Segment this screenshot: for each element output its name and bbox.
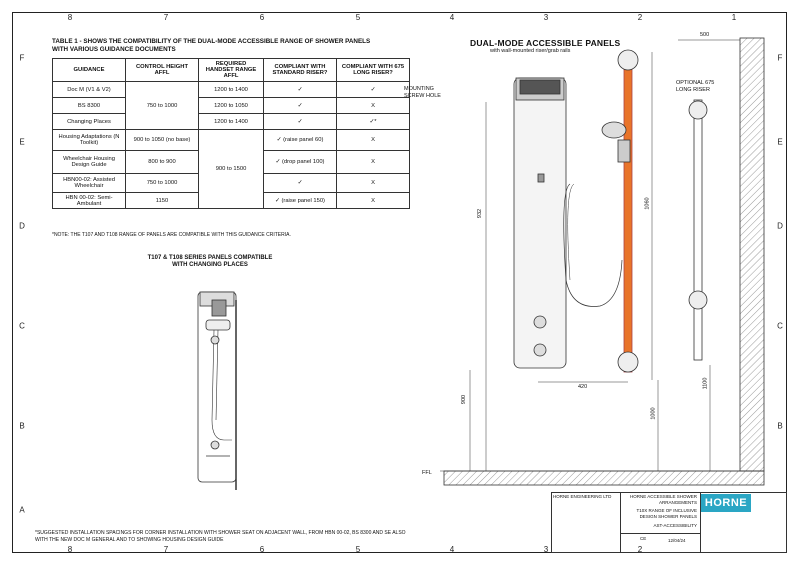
small-shower-panel-drawing xyxy=(197,291,237,490)
cell-standard: ✓ (drop panel 100) xyxy=(263,150,337,174)
table-row: HBN00-02: Assisted Wheelchair 750 to 100… xyxy=(52,173,410,193)
title-block-product: T10X RANGE OF INCLUSIVE DESIGN SHOWER PA… xyxy=(636,508,697,519)
diagram-title: DUAL-MODE ACCESSIBLE PANELS xyxy=(470,38,621,48)
grid-col-7-bottom: 7 xyxy=(163,545,169,554)
dim-1060: 1060 xyxy=(644,197,651,210)
title-block-scale: CE xyxy=(640,536,647,541)
table-title: TABLE 1 - SHOWS THE COMPATIBILITY OF THE… xyxy=(52,38,371,53)
dim-1100: 1100 xyxy=(702,377,709,390)
grid-row-d-right: D xyxy=(777,221,783,231)
riser-rail xyxy=(623,51,633,373)
cell-guidance: Wheelchair Housing Design Guide xyxy=(52,150,126,174)
title-block xyxy=(551,492,787,553)
title-block-drawing-number: AST-ACCESSIBILITY xyxy=(653,523,697,528)
grid-col-3-bottom: 3 xyxy=(543,545,549,554)
grid-row-f: F xyxy=(19,53,25,63)
grid-col-4-bottom: 4 xyxy=(449,545,455,554)
grid-col-5-bottom: 5 xyxy=(355,545,361,554)
grid-col-1: 1 xyxy=(731,13,737,22)
dim-500: 500 xyxy=(700,32,710,38)
col-header-long: COMPLIANT WITH 675 LONG RISER? xyxy=(336,58,410,82)
grid-col-7: 7 xyxy=(163,13,169,22)
grid-col-8-bottom: 8 xyxy=(67,545,73,554)
table-row: Housing Adaptations (N Toolkit) 900 to 1… xyxy=(52,129,410,209)
grid-col-4: 4 xyxy=(449,13,455,22)
shower-head xyxy=(601,121,627,139)
grid-row-e: E xyxy=(19,137,25,147)
grid-row-c: C xyxy=(19,321,25,331)
cell-guidance: HBN 00-02: Semi-Ambulant xyxy=(52,192,126,209)
grid-col-8: 8 xyxy=(67,13,73,22)
dim-900: 900 xyxy=(461,394,468,405)
col-header-handset: REQUIRED HANDSET RANGE AFFL xyxy=(198,58,264,82)
table-row: Wheelchair Housing Design Guide 800 to 9… xyxy=(52,150,410,174)
table-note: *NOTE: THE T107 AND T108 RANGE OF PANELS… xyxy=(52,232,291,238)
floor xyxy=(443,470,765,486)
cell-control-merged: 750 to 1000 xyxy=(125,81,199,130)
grid-col-2: 2 xyxy=(637,13,643,22)
compatibility-table: GUIDANCE CONTROL HEIGHT AFFL REQUIRED HA… xyxy=(52,58,410,209)
table-row: HBN 00-02: Semi-Ambulant 1150 ✓ (raise p… xyxy=(52,192,410,209)
label-ffl: FFL xyxy=(422,470,432,476)
optional-long-riser xyxy=(693,99,703,361)
horne-logo: HORNE xyxy=(701,494,751,512)
main-panel-drawing xyxy=(440,37,765,486)
title-block-date: 12/04/24 xyxy=(668,538,686,543)
grid-col-6: 6 xyxy=(259,13,265,22)
small-panel-title: T107 & T108 SERIES PANELS COMPATIBLE WIT… xyxy=(147,255,273,268)
thermostat-knob xyxy=(533,315,547,329)
grid-row-c-right: C xyxy=(777,321,783,331)
cell-standard: ✓ (raise panel 150) xyxy=(263,192,337,209)
grid-col-3: 3 xyxy=(543,13,549,22)
table-row: Doc M (V1 & V2) 750 to 1000 1200 to 1400… xyxy=(52,81,410,130)
diagram-subtitle: with wall-mounted riser/grab rails xyxy=(490,48,571,54)
table-row: BS 8300 1200 to 1050 ✓ X xyxy=(52,97,410,114)
grid-row-b-right: B xyxy=(777,421,783,431)
shower-hose xyxy=(563,183,623,307)
dim-932: 932 xyxy=(477,208,484,219)
flow-knob xyxy=(533,343,547,357)
grid-row-b: B xyxy=(19,421,25,431)
grid-row-a: A xyxy=(19,505,25,515)
grid-row-d: D xyxy=(19,221,25,231)
cell-long: X xyxy=(336,192,410,209)
label-optional-riser: OPTIONAL 675 LONG RISER xyxy=(676,80,715,93)
title-block-description: HORNE ACCESSIBLE SHOWER ARRANGEMENTS xyxy=(629,494,697,505)
riser-bracket-top xyxy=(617,49,639,71)
cell-handset-merged: 900 to 1500 xyxy=(198,129,264,209)
dim-1000: 1000 xyxy=(650,407,657,420)
label-mounting: MOUNTING SCREW HOLE xyxy=(404,86,441,99)
grid-col-6-bottom: 6 xyxy=(259,545,265,554)
cell-long: X xyxy=(336,150,410,174)
riser-bracket-bottom xyxy=(617,351,639,373)
small-panel-control xyxy=(211,299,227,317)
wall xyxy=(739,37,765,472)
title-block-company: HORNE ENGINEERING LTD xyxy=(553,494,612,499)
grid-row-e-right: E xyxy=(777,137,783,147)
drawing-frame xyxy=(12,12,787,553)
cell-control: 1150 xyxy=(125,192,199,209)
grid-col-2-bottom: 2 xyxy=(637,545,643,554)
dim-420: 420 xyxy=(578,384,588,390)
installation-footnote: *SUGGESTED INSTALLATION SPACINGS FOR COR… xyxy=(35,530,406,543)
grid-col-5: 5 xyxy=(355,13,361,22)
grid-row-f-right: F xyxy=(777,53,783,63)
